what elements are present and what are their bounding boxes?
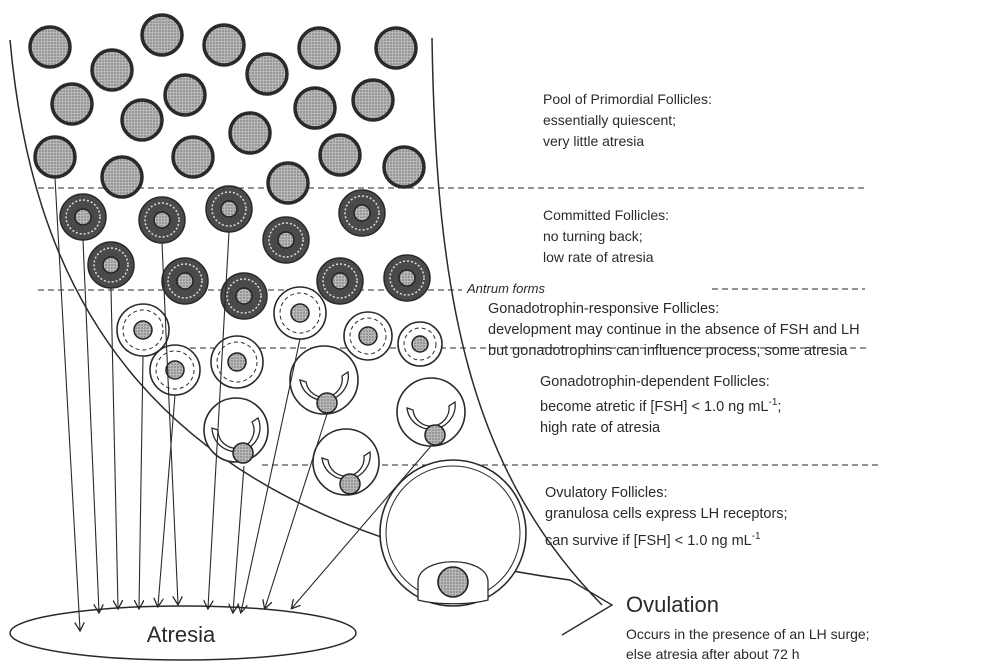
responsive-line-2: but gonadotrophins can influence process…	[488, 343, 848, 359]
primordial-follicle	[92, 50, 132, 90]
responsive-follicle	[344, 312, 392, 360]
committed-title: Committed Follicles:	[543, 207, 669, 223]
committed-line-2: low rate of atresia	[543, 249, 654, 265]
committed-follicle	[263, 217, 309, 263]
primordial-stage-label: Pool of Primordial Follicles: essentiall…	[543, 91, 712, 149]
dependent-follicle	[313, 429, 379, 495]
responsive-follicle	[398, 322, 442, 366]
primordial-follicle	[299, 28, 339, 68]
dependent-follicle	[290, 346, 358, 414]
responsive-follicle	[117, 304, 169, 356]
responsive-line-1: development may continue in the absence …	[488, 322, 860, 338]
committed-follicle	[221, 273, 267, 319]
committed-follicles	[60, 186, 430, 319]
committed-follicle	[60, 194, 106, 240]
dependent-stage-label: Gonadotrophin-dependent Follicles: becom…	[540, 374, 781, 436]
ovulatory-follicle	[380, 460, 526, 606]
primordial-follicle-pool	[30, 15, 424, 203]
ovulatory-line-2: can survive if [FSH] < 1.0 ng mL-1	[545, 531, 761, 549]
atresia-label: Atresia	[147, 622, 216, 647]
responsive-follicles	[117, 287, 442, 395]
atresia-arrow	[83, 240, 99, 612]
dependent-follicle	[397, 378, 465, 446]
committed-follicle	[206, 186, 252, 232]
primordial-follicle	[30, 27, 70, 67]
dependent-line-1: become atretic if [FSH] < 1.0 ng mL-1;	[540, 397, 781, 415]
primordial-follicle	[320, 135, 360, 175]
ovulatory-title: Ovulatory Follicles:	[545, 485, 667, 501]
primordial-follicle	[173, 137, 213, 177]
ovulatory-line-2-main: can survive if [FSH] < 1.0 ng mL	[545, 533, 752, 549]
antrum-forms-label: Antrum forms	[466, 281, 546, 296]
ovulatory-line-2-sup: -1	[752, 531, 761, 542]
ovulatory-stage-label: Ovulatory Follicles: granulosa cells exp…	[545, 485, 788, 549]
primordial-follicle	[384, 147, 424, 187]
primordial-follicle	[165, 75, 205, 115]
primordial-follicle	[204, 25, 244, 65]
primordial-follicle	[35, 137, 75, 177]
ovulatory-line-1: granulosa cells express LH receptors;	[545, 506, 788, 522]
primordial-follicle	[268, 163, 308, 203]
primordial-follicle	[142, 15, 182, 55]
primordial-follicle	[122, 100, 162, 140]
dependent-title: Gonadotrophin-dependent Follicles:	[540, 374, 770, 390]
dependent-line-1-end: ;	[777, 399, 781, 415]
responsive-stage-label: Gonadotrophin-responsive Follicles: deve…	[488, 301, 860, 359]
dependent-follicle	[204, 398, 268, 463]
atresia-arrow	[158, 395, 175, 606]
ovulation-note-1: Occurs in the presence of an LH surge;	[626, 626, 870, 642]
committed-follicle	[317, 258, 363, 304]
primordial-follicle	[295, 88, 335, 128]
primordial-line-1: essentially quiescent;	[543, 112, 676, 128]
responsive-follicle	[274, 287, 326, 339]
primordial-follicle	[353, 80, 393, 120]
responsive-title: Gonadotrophin-responsive Follicles:	[488, 301, 719, 317]
committed-follicle	[339, 190, 385, 236]
dependent-line-2: high rate of atresia	[540, 420, 661, 436]
committed-stage-label: Committed Follicles: no turning back; lo…	[543, 207, 669, 265]
atresia-arrow	[233, 466, 244, 612]
committed-follicle	[139, 197, 185, 243]
atresia-arrow	[139, 356, 143, 608]
primordial-follicle	[52, 84, 92, 124]
committed-follicle	[162, 258, 208, 304]
primordial-follicle	[247, 54, 287, 94]
committed-line-1: no turning back;	[543, 228, 643, 244]
committed-follicle	[88, 242, 134, 288]
ovulation-label: Ovulation	[626, 592, 719, 617]
primordial-title: Pool of Primordial Follicles:	[543, 91, 712, 107]
atresia-arrow	[55, 178, 80, 630]
primordial-follicle	[102, 157, 142, 197]
dependent-line-1-main: become atretic if [FSH] < 1.0 ng mL	[540, 399, 768, 415]
committed-follicle	[384, 255, 430, 301]
ovulation-note-2: else atresia after about 72 h	[626, 646, 800, 662]
primordial-line-2: very little atresia	[543, 133, 644, 149]
primordial-follicle	[230, 113, 270, 153]
responsive-follicle	[150, 345, 200, 395]
primordial-follicle	[376, 28, 416, 68]
responsive-follicle	[211, 336, 263, 388]
